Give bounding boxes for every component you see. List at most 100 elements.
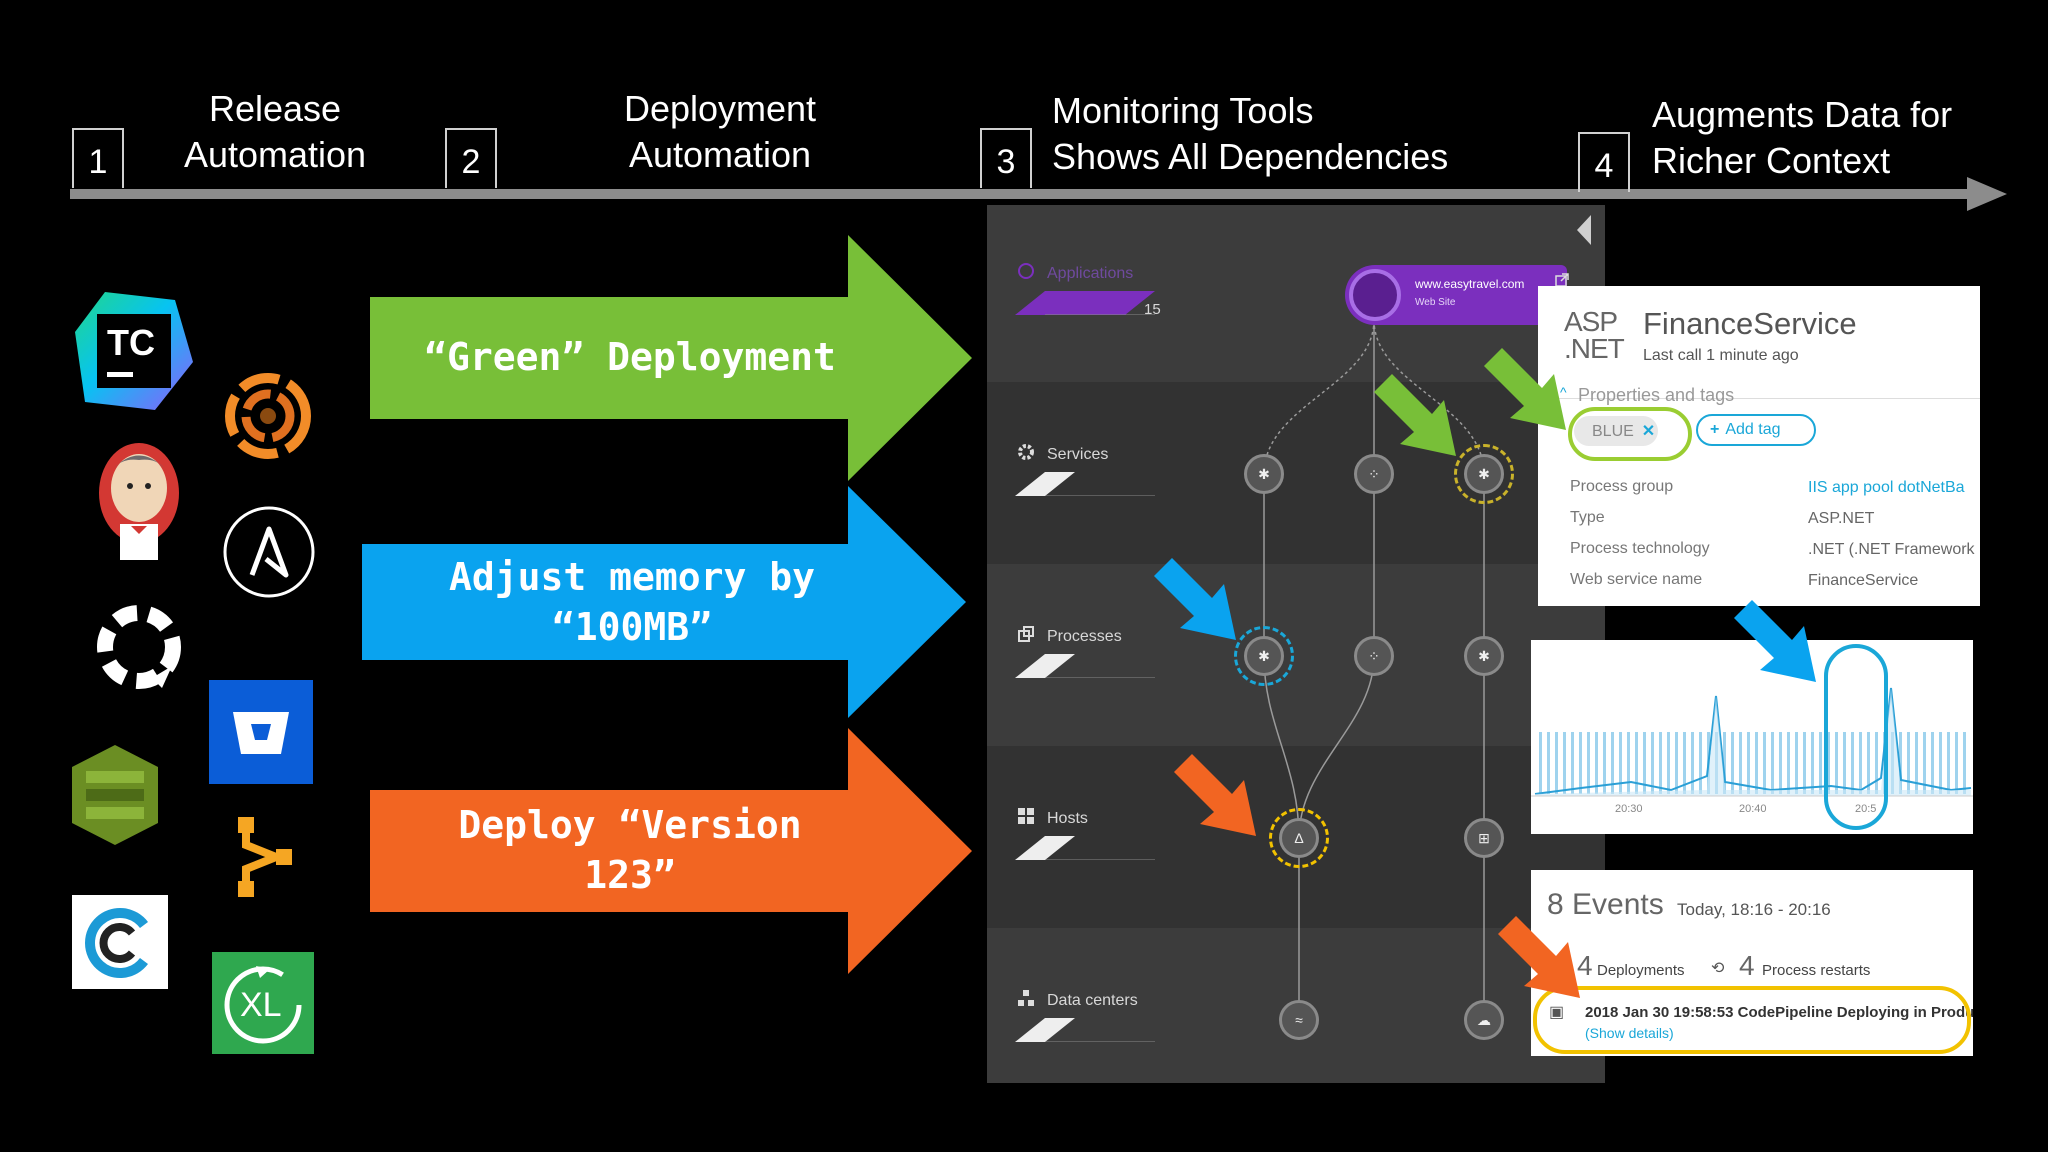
datacenters-label[interactable]: Data centers [1047, 992, 1138, 1009]
applications-bar [1015, 291, 1155, 315]
finance-service-card: ASP .NET FinanceService Last call 1 minu… [1538, 286, 1980, 606]
memory-chart [1531, 687, 1973, 797]
hosts-label[interactable]: Hosts [1047, 810, 1088, 827]
remove-tag-icon[interactable]: ✕ [1641, 423, 1656, 440]
pipeline-logo [236, 815, 294, 899]
app-node-website[interactable]: www.easytravel.com Web Site [1345, 265, 1567, 325]
orange-pointer-arrow-1 [1174, 754, 1256, 836]
services-label[interactable]: Services [1047, 446, 1109, 463]
step-2-number: 2 [445, 128, 497, 188]
prop-value: .NET (.NET Framework [1808, 541, 1975, 558]
green-deployment-arrow [370, 235, 972, 481]
deployments-label: Deployments [1597, 962, 1685, 979]
chart-x-tick: 20:30 [1615, 803, 1643, 815]
hosts-icon [1018, 808, 1034, 824]
teamcity-logo: TC [75, 292, 193, 410]
restarts-count: 4 [1739, 950, 1755, 981]
prop-key: Type [1570, 509, 1605, 526]
globe-icon [1349, 269, 1401, 321]
tag-highlight-ring [1568, 407, 1692, 461]
divider [1538, 398, 1980, 399]
green-deployment-label: “Green” Deployment [424, 335, 836, 379]
aspnet-logo: ASP .NET [1564, 306, 1625, 364]
timeline-line [70, 189, 1985, 199]
step-4-label: Augments Data for Richer Context [1652, 94, 1953, 181]
prop-value: FinanceService [1808, 572, 1919, 589]
ansible-logo [222, 505, 316, 599]
step-2-label: Deployment Automation [623, 88, 817, 175]
chart-highlight-ring [1824, 644, 1888, 830]
host-node-windows[interactable]: ⊞ [1464, 818, 1504, 858]
hosts-bar [1015, 836, 1155, 860]
teamcity-text: TC [107, 322, 155, 363]
service-title: FinanceService [1643, 306, 1857, 341]
app-node-type: Web Site [1415, 297, 1456, 308]
event-row-text[interactable]: 2018 Jan 30 19:58:53 CodePipeline Deploy… [1585, 1004, 1973, 1021]
host-highlight-ring [1269, 808, 1329, 868]
jenkins-logo [96, 438, 182, 564]
show-details-link[interactable]: (Show details) [1585, 1025, 1674, 1041]
processes-bar [1015, 654, 1155, 678]
electric-cloud-logo [72, 895, 168, 989]
prop-key: Process technology [1570, 540, 1710, 557]
blue-pointer-arrow-1 [1154, 558, 1236, 640]
deploy-version-arrow [370, 728, 972, 974]
processes-label[interactable]: Processes [1047, 628, 1122, 645]
bitbucket-logo [209, 680, 313, 784]
green-pointer-arrow-2 [1484, 348, 1566, 430]
applications-icon [1018, 263, 1034, 279]
spinner-logo [92, 600, 186, 694]
adjust-memory-arrow [362, 486, 966, 718]
step-3-label: Monitoring Tools Shows All Dependencies [1052, 90, 1449, 177]
prop-key: Process group [1570, 478, 1674, 495]
xl-text: XL [240, 986, 282, 1024]
orange-pointer-arrow-2 [1498, 916, 1580, 998]
timeline-arrowhead [1967, 177, 2007, 211]
service-last-call: Last call 1 minute ago [1643, 347, 1799, 364]
aws-codedeploy-logo [72, 745, 158, 845]
plus-icon: + [1710, 421, 1720, 438]
datacenter-node-1[interactable]: ≈ [1279, 1000, 1319, 1040]
services-gear-icon [1018, 444, 1034, 460]
step-1-label: Release Automation [183, 88, 367, 175]
memory-chart-card: 20:30 20:40 20:5 [1531, 640, 1973, 834]
collapse-chevron-icon[interactable] [1577, 215, 1591, 245]
service-node-2[interactable]: ⁘ [1354, 454, 1394, 494]
events-card: 8 Events Today, 18:16 - 20:16 4 Deployme… [1531, 870, 1973, 1056]
prop-value-link[interactable]: IIS app pool dotNetBa [1808, 479, 1965, 496]
deploy-ring-logo [222, 370, 314, 462]
prop-key: Web service name [1570, 571, 1703, 588]
service-highlight-ring [1454, 444, 1514, 504]
datacenter-node-cloud[interactable]: ☁ [1464, 1000, 1504, 1040]
dependency-lines [1263, 319, 1485, 1020]
applications-count: 15 [1144, 301, 1161, 318]
event-highlight-ring [1533, 986, 1971, 1054]
process-node-3[interactable]: ✱ [1464, 636, 1504, 676]
step-1-number: 1 [72, 128, 124, 188]
green-pointer-arrow-1 [1374, 374, 1456, 456]
chevron-up-icon[interactable]: ^ [1560, 384, 1567, 400]
events-range: Today, 18:16 - 20:16 [1677, 900, 1831, 919]
deploy-version-label: Deploy “Version 123” [458, 803, 802, 897]
step-4-number: 4 [1578, 132, 1630, 192]
add-tag-button[interactable]: +Add tag [1696, 414, 1816, 446]
processes-icon [1018, 626, 1034, 642]
chart-x-tick: 20:40 [1739, 803, 1767, 815]
prop-value: ASP.NET [1808, 510, 1875, 527]
datacenters-bar [1015, 1018, 1155, 1042]
blue-pointer-arrow-2 [1734, 600, 1816, 682]
external-link-icon[interactable] [1555, 273, 1569, 287]
deployments-count: 4 [1577, 950, 1593, 981]
xl-release-logo: XL [212, 952, 314, 1054]
services-bar [1015, 472, 1155, 496]
applications-label[interactable]: Applications [1047, 265, 1134, 282]
app-node-name: www.easytravel.com [1415, 277, 1525, 291]
process-highlight-ring [1234, 626, 1294, 686]
step-3-number: 3 [980, 128, 1032, 188]
adjust-memory-label: Adjust memory by “100MB” [448, 555, 816, 649]
events-title: 8 Events [1547, 888, 1664, 921]
service-node-1[interactable]: ✱ [1244, 454, 1284, 494]
process-node-2[interactable]: ⁘ [1354, 636, 1394, 676]
properties-and-tags-toggle[interactable]: Properties and tags [1578, 385, 1735, 405]
datacenters-icon [1018, 990, 1034, 1006]
